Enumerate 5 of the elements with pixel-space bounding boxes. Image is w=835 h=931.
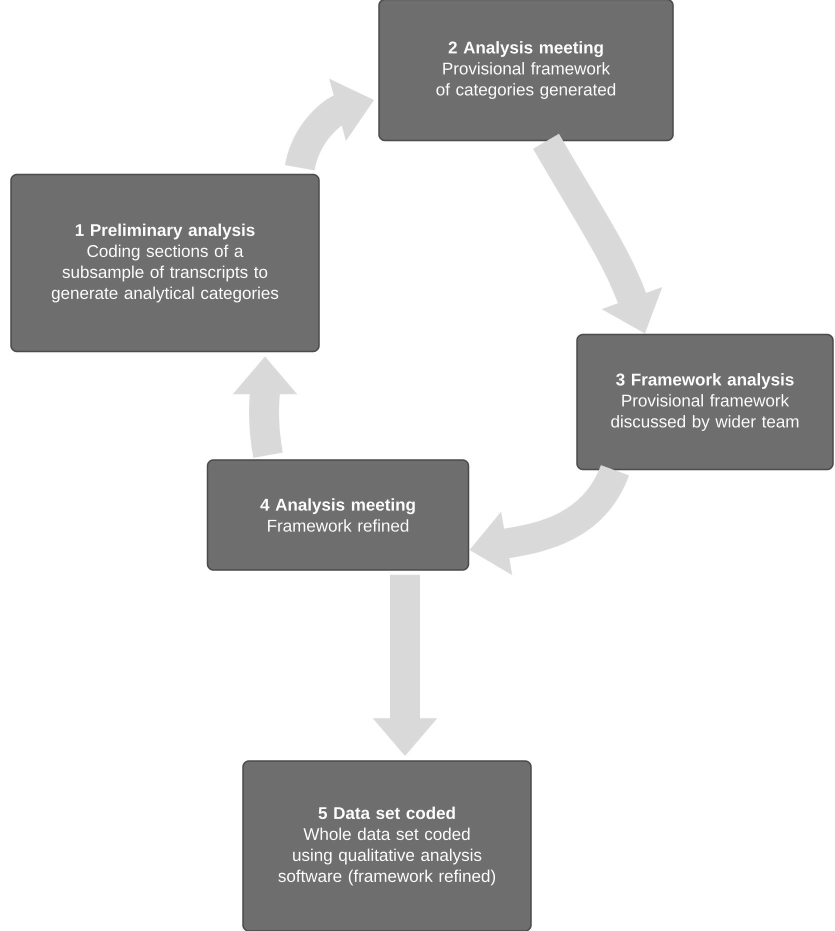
process-box: 3 Framework analysis Provisional framework discussed by wider team (576, 334, 834, 470)
process-box: 2 Analysis meeting Provisional framework of categories generated (378, 0, 674, 142)
process-box: 5 Data set coded Whole data set coded using qualitative analysis software (framework refined) (242, 760, 532, 931)
process-box: 1 Preliminary analysis Coding sections of a subsample of transcripts to generate analytical categories (10, 174, 320, 352)
process-box: 4 Analysis meeting Framework refined (206, 459, 470, 571)
